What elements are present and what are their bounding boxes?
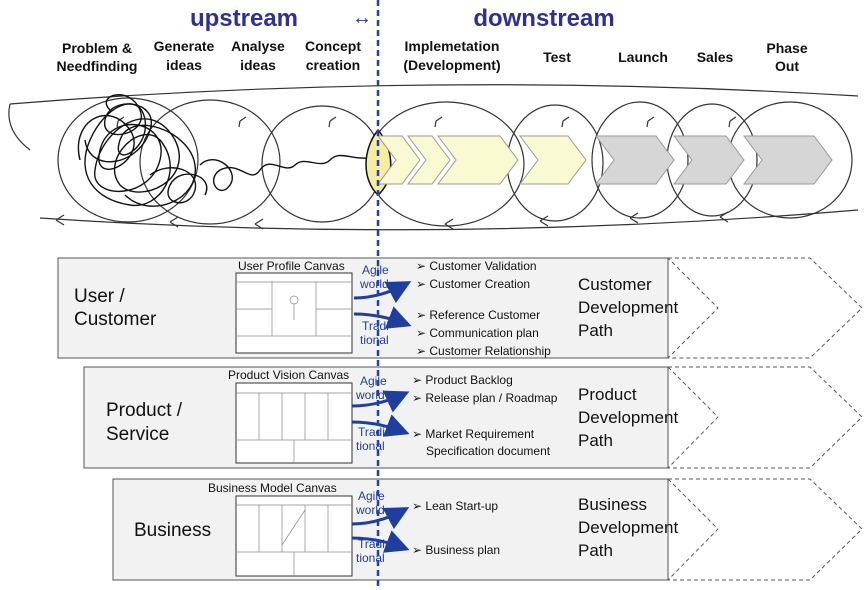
phase-label: Analyse — [231, 38, 285, 54]
market-chevrons — [595, 135, 833, 185]
phase-label: Problem & — [62, 40, 132, 56]
phase-label: Test — [543, 49, 571, 65]
phase-label: Launch — [618, 49, 668, 65]
bidirectional-arrow-icon: ↔ — [352, 7, 372, 29]
path-label: Path — [578, 321, 613, 340]
path-label: Development — [578, 518, 678, 537]
phase-label: Out — [775, 58, 799, 74]
list-item: ➢ Communication plan — [416, 326, 539, 340]
list-item: ➢ Business plan — [412, 543, 500, 557]
phase-label: ideas — [166, 57, 202, 73]
phase-label: (Development) — [403, 57, 500, 73]
list-item: ➢ Customer Relationship — [416, 344, 551, 358]
phase-label: Implemetation — [405, 38, 500, 54]
row-label: Service — [106, 424, 169, 445]
row-product-service: Product / Service Product Vision Canvas … — [83, 366, 863, 469]
development-chevrons — [377, 135, 587, 185]
path-label: Business — [578, 495, 647, 514]
downstream-label: downstream — [473, 5, 614, 32]
canvas-title: Product Vision Canvas — [228, 368, 349, 382]
path-label: Customer — [578, 275, 652, 294]
traditional-label: tional — [360, 333, 389, 347]
list-item: ➢ Customer Validation — [416, 259, 537, 273]
traditional-label: tional — [356, 551, 385, 565]
row-user-customer: User / Customer User Profile Canvas Agil… — [57, 257, 863, 359]
phase-label: Phase — [766, 40, 807, 56]
agile-label: world — [355, 503, 385, 517]
path-label: Development — [578, 408, 678, 427]
phase-label: Sales — [697, 49, 734, 65]
list-item: ➢ Market Requirement — [412, 427, 535, 441]
traditional-label: Tradi- — [358, 425, 389, 439]
traditional-arrow-icon — [353, 306, 412, 329]
list-item: ➢ Reference Customer — [416, 308, 540, 322]
path-label: Development — [578, 298, 678, 317]
path-label: Path — [578, 541, 613, 560]
row-label: Customer — [74, 309, 157, 330]
canvas-title: Business Model Canvas — [208, 481, 337, 495]
row-label: Product / — [106, 400, 183, 421]
phase-label: Generate — [154, 38, 215, 54]
row-business: Business Business Model Canvas Agile wor… — [112, 478, 863, 581]
agile-label: world — [359, 277, 389, 291]
list-item: ➢ Lean Start-up — [412, 499, 498, 513]
phase-label: Needfinding — [57, 58, 138, 74]
list-item: ➢ Customer Creation — [416, 277, 530, 291]
agile-label: Agile — [360, 374, 387, 388]
phase-label: ideas — [240, 57, 276, 73]
traditional-label: tional — [356, 439, 385, 453]
agile-label: Agile — [358, 489, 385, 503]
list-item: ➢ Product Backlog — [412, 373, 513, 387]
phase-label: creation — [306, 57, 360, 73]
agile-label: Agile — [362, 263, 389, 277]
list-item: ➢ Release plan / Roadmap — [412, 391, 558, 405]
list-item: Specification document — [426, 444, 551, 458]
path-label: Path — [578, 431, 613, 450]
canvas-title: User Profile Canvas — [238, 259, 345, 273]
row-label: User / — [74, 286, 125, 307]
upstream-label: upstream — [190, 5, 298, 32]
agile-arrow-icon — [353, 281, 412, 304]
row-label: Business — [134, 520, 211, 541]
agile-label: world — [355, 388, 385, 402]
phase-label: Concept — [305, 38, 361, 54]
path-label: Product — [578, 385, 637, 404]
scribble-icon — [77, 94, 371, 207]
